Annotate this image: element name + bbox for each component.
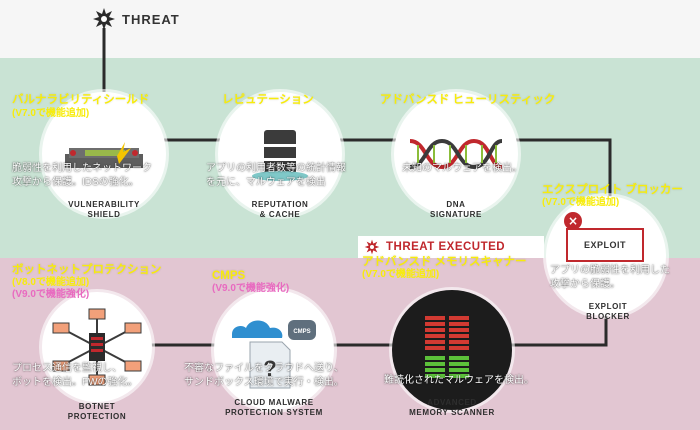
exploit-blocker-desc: アプリの脆弱性を利用した 攻撃から保護。 — [550, 265, 670, 290]
threat-burst-icon — [364, 239, 380, 255]
threat-executed-banner: THREAT EXECUTED — [358, 236, 544, 258]
threat-burst-icon — [93, 8, 115, 30]
memory-scanner-circle — [392, 290, 512, 410]
memory-scanner-version: (V7.0で機能追加) — [362, 269, 440, 280]
exploit-box: EXPLOIT — [566, 228, 644, 262]
exploit-box-label: EXPLOIT — [583, 240, 626, 250]
database-cloud-icon — [252, 130, 308, 181]
cmps-desc: 不審なファイルをクラウドへ送り、 サンドボックス環境で実行・検出。 — [184, 363, 344, 388]
memory-scanner-title: アドバンスド メモリスキャナー — [362, 256, 527, 268]
memory-scanner-icon-label: ADVANCED MEMORY SCANNER — [409, 398, 495, 417]
threat-executed-label: THREAT EXECUTED — [386, 241, 506, 253]
dna-helix-icon — [409, 138, 503, 170]
dna-circle — [394, 92, 518, 216]
memory-bars-icon — [425, 316, 469, 378]
vulnerability-shield-title: バルナラビリティシールド — [12, 94, 150, 106]
cmps-circle: CMPS ? — [214, 290, 334, 410]
botnet-title: ボットネットプロテクション — [12, 264, 162, 276]
reputation-circle — [218, 92, 342, 216]
botnet-icon-label: BOTNET PROTECTION — [67, 402, 127, 421]
vulnerability-shield-circle — [42, 92, 166, 216]
exploit-blocker-icon-label: EXPLOIT BLOCKER — [586, 302, 630, 321]
cmps-version: (V9.0で機能強化) — [212, 283, 290, 294]
exploit-blocker-version: (V7.0で機能追加) — [542, 197, 620, 208]
threat-header: THREAT — [92, 7, 180, 31]
cmps-icon-label: CLOUD MALWARE PROTECTION SYSTEM — [225, 398, 323, 417]
dna-icon-label: DNA SIGNATURE — [430, 200, 482, 219]
close-icon: × — [564, 212, 582, 230]
vulnerability-shield-version: (V7.0で機能追加) — [12, 108, 90, 119]
exploit-blocker-title: エクスプロイト ブロッカー — [542, 184, 683, 196]
shield-device-icon — [65, 142, 143, 168]
dna-desc: 未知のマルウェアを検出。 — [402, 163, 522, 174]
cmps-cloud-label: CMPS — [293, 329, 310, 335]
dna-title: アドバンスド ヒューリスティック — [380, 94, 556, 106]
reputation-icon-label: REPUTATION & CACHE — [251, 200, 309, 219]
botnet-network-icon — [52, 308, 142, 386]
cmps-title: CMPS — [212, 270, 246, 282]
botnet-version-2: (V9.0で機能強化) — [12, 289, 90, 300]
botnet-version: (V8.0で機能追加) — [12, 277, 90, 288]
vulnerability-shield-desc: 脆弱性を利用したネットワーク 攻撃から保護。IDSの強化。 — [12, 163, 152, 188]
threat-label: THREAT — [122, 11, 180, 27]
botnet-desc: プロセス通信を監視し、 ボットを検出。FWの強化。 — [12, 363, 138, 388]
top-row-line — [104, 138, 612, 225]
reputation-desc: アプリの利用者数等の統計情報 を元に、マルウェアを検出 — [206, 163, 346, 188]
svg-text:?: ? — [263, 356, 276, 381]
vulnerability-shield-icon-label: VULNERABILITY SHIELD — [68, 200, 140, 219]
cloud-file-icon: CMPS ? — [232, 320, 316, 389]
botnet-circle — [42, 292, 152, 402]
memory-scanner-desc: 難読化されたマルウェアを検出。 — [384, 375, 534, 386]
reputation-title: レピュテーション — [222, 94, 314, 106]
